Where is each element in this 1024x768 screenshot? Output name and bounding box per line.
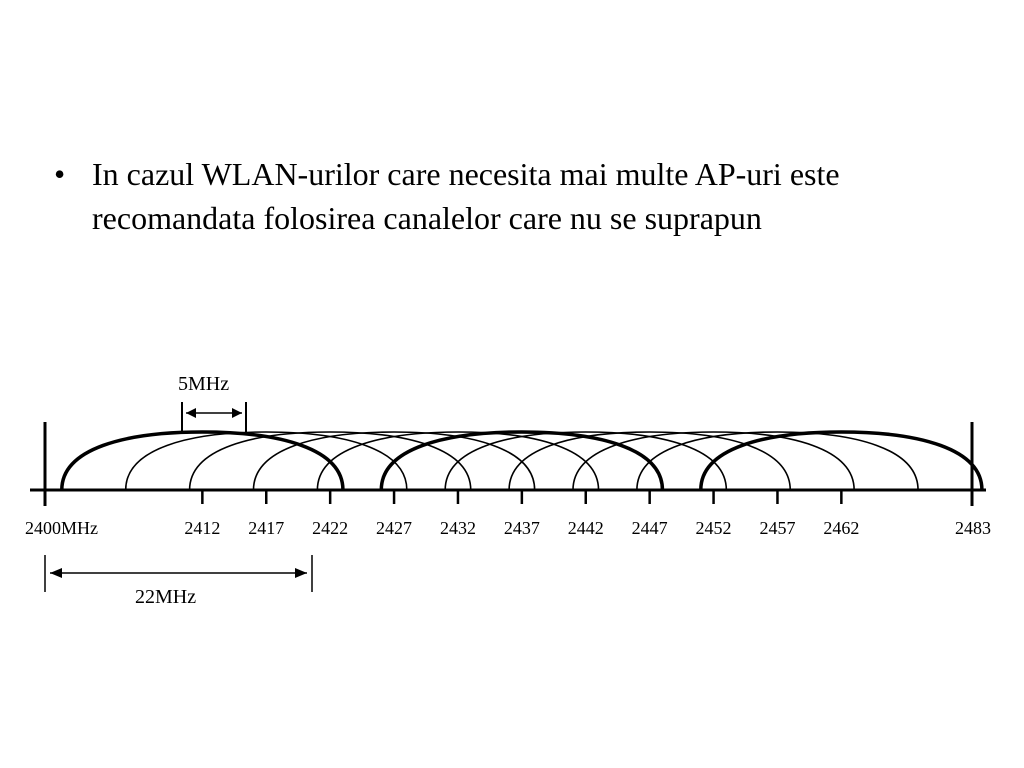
channel-label-2452: 2452 [696,518,732,538]
channel-arc-2432 [316,431,600,491]
channel-label-2432: 2432 [440,518,476,538]
channel-label-2462: 2462 [823,518,859,538]
channel-labels: 2412 2417 2422 2427 2432 2437 2442 2447 2452 2457… [184,518,859,538]
bullet-item: • In cazul WLAN-urilor care necesita mai… [54,152,974,240]
channel-label-2437: 2437 [504,518,540,538]
spacing-arrow-left-head [186,408,196,418]
channel-arc-2447 [508,431,792,491]
channel-label-2422: 2422 [312,518,348,538]
channel-width-annotation: 22MHz [44,555,313,608]
width-arrow-right-head [295,568,307,578]
channel-arc-2457 [636,431,919,491]
channel-arcs [60,430,984,491]
spacing-label: 5MHz [178,373,229,395]
channel-label-2417: 2417 [248,518,284,538]
channel-label-2457: 2457 [759,518,795,538]
spacing-arrow-right-head [232,408,242,418]
channel-arc-2437 [379,430,665,491]
channel-arc-2462 [699,430,984,491]
bullet-text: In cazul WLAN-urilor care necesita mai m… [92,156,840,236]
channel-label-2427: 2427 [376,518,412,538]
spacing-annotation: 5MHz [178,373,247,432]
channel-arc-2442 [444,431,728,491]
width-label: 22MHz [135,586,196,608]
channel-label-2447: 2447 [632,518,668,538]
frequency-ticks [201,490,843,504]
bullet-marker: • [54,156,66,192]
channel-arc-2422 [188,431,472,491]
channel-label-2442: 2442 [568,518,604,538]
width-arrow-left-head [50,568,62,578]
channel-arc-2417 [124,431,408,491]
channel-arc-2452 [572,431,855,491]
channel-label-2412: 2412 [184,518,220,538]
channel-arc-2427 [252,431,536,491]
channel-arc-2412 [60,430,345,491]
end-frequency-label: 2483 [955,518,991,538]
start-frequency-label: 2400MHz [25,518,98,538]
